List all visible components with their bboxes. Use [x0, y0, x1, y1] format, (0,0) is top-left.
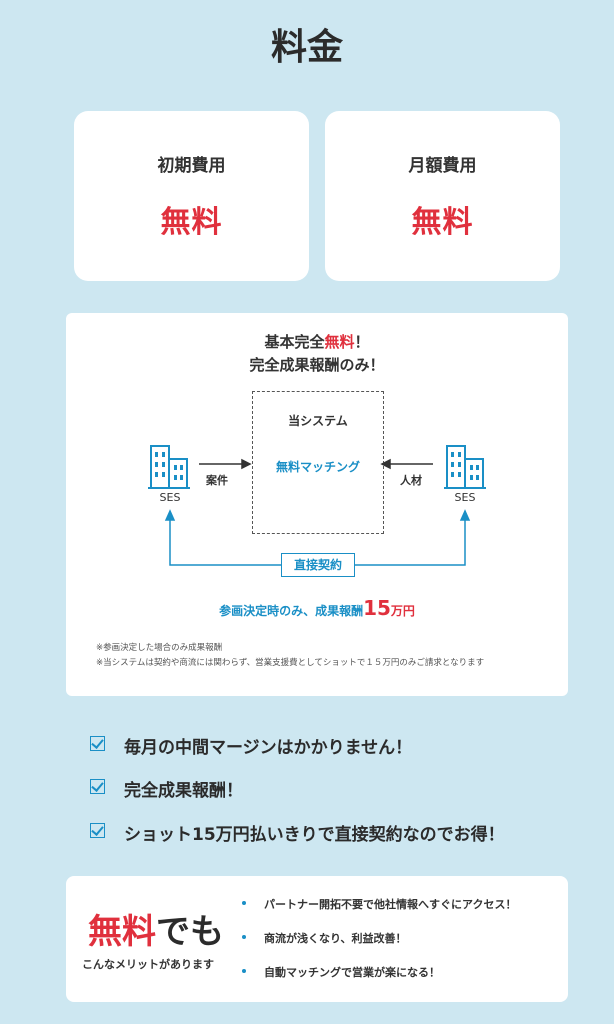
right-building-icon [444, 445, 486, 489]
direct-contract-label: 直接契約 [281, 553, 355, 577]
left-building-icon [148, 445, 190, 489]
monthly-fee-label: 月額費用 [408, 156, 477, 176]
left-ses-label: SES [159, 491, 181, 504]
system-title: 当システム [288, 414, 348, 428]
result-text: 参画決定時のみ、成果報酬15万円 [66, 596, 568, 620]
monthly-fee-card: 月額費用 無料 [325, 111, 560, 281]
diagram-headline-2: 完全成果報酬のみ！ [249, 356, 385, 374]
initial-fee-label: 初期費用 [157, 156, 226, 176]
page-title: 料金 [270, 27, 343, 68]
headline-prefix: 基本完全 [264, 333, 325, 351]
bullet-dot [242, 969, 246, 973]
note-2: ※当システムは契約や商流には関わらず、営業支援費としてショットで１５万円のみご請… [96, 658, 485, 668]
flow-arrows [164, 458, 471, 566]
diagram-headline-1: 基本完全無料！ [66, 331, 568, 352]
merit-bullet-text: 自動マッチングで営業が楽になる！ [264, 966, 440, 979]
pricing-diagram: 基本完全無料！ 完全成果報酬のみ！ 当システム 無料マッチング SES [66, 313, 568, 696]
result-amount: 15 [363, 596, 391, 620]
system-box: 当システム 無料マッチング [252, 391, 384, 534]
left-flow-label: 案件 [206, 474, 228, 487]
bullet-dot [242, 901, 246, 905]
merit-bullet-text: 商流が浅くなり、利益改善！ [264, 932, 407, 945]
checkbox-icon [90, 823, 105, 838]
merit-heading: 無料でも [88, 904, 224, 953]
headline-suffix: ！ [354, 333, 370, 351]
merit-bullet-text: パートナー開拓不要で他社情報へすぐにアクセス！ [264, 898, 517, 911]
merit-box: 無料でも こんなメリットがあります パートナー開拓不要で他社情報へすぐにアクセス… [66, 876, 568, 1002]
note-1: ※参画決定した場合のみ成果報酬 [96, 643, 223, 653]
bullet-dot [242, 935, 246, 939]
merit-subtitle: こんなメリットがあります [82, 958, 214, 971]
checklist-text: 毎月の中間マージンはかかりません！ [124, 738, 413, 758]
right-flow-label: 人材 [400, 474, 422, 487]
checkbox-icon [90, 779, 105, 794]
monthly-fee-value: 無料 [411, 205, 474, 240]
initial-fee-value: 無料 [160, 205, 223, 240]
right-ses-label: SES [454, 491, 476, 504]
result-unit: 万円 [390, 604, 415, 618]
matching-label: 無料マッチング [275, 460, 360, 474]
checklist-text: ショット15万円払いきりで直接契約なのでお得！ [124, 825, 505, 845]
result-prefix: 参画決定時のみ、成果報酬 [219, 604, 364, 618]
checkbox-icon [90, 736, 105, 751]
merit-free-suffix: でも [156, 912, 224, 952]
headline-highlight: 無料 [324, 333, 355, 351]
checklist-text: 完全成果報酬！ [124, 781, 243, 801]
merit-free-word: 無料 [88, 912, 156, 952]
initial-fee-card: 初期費用 無料 [74, 111, 309, 281]
